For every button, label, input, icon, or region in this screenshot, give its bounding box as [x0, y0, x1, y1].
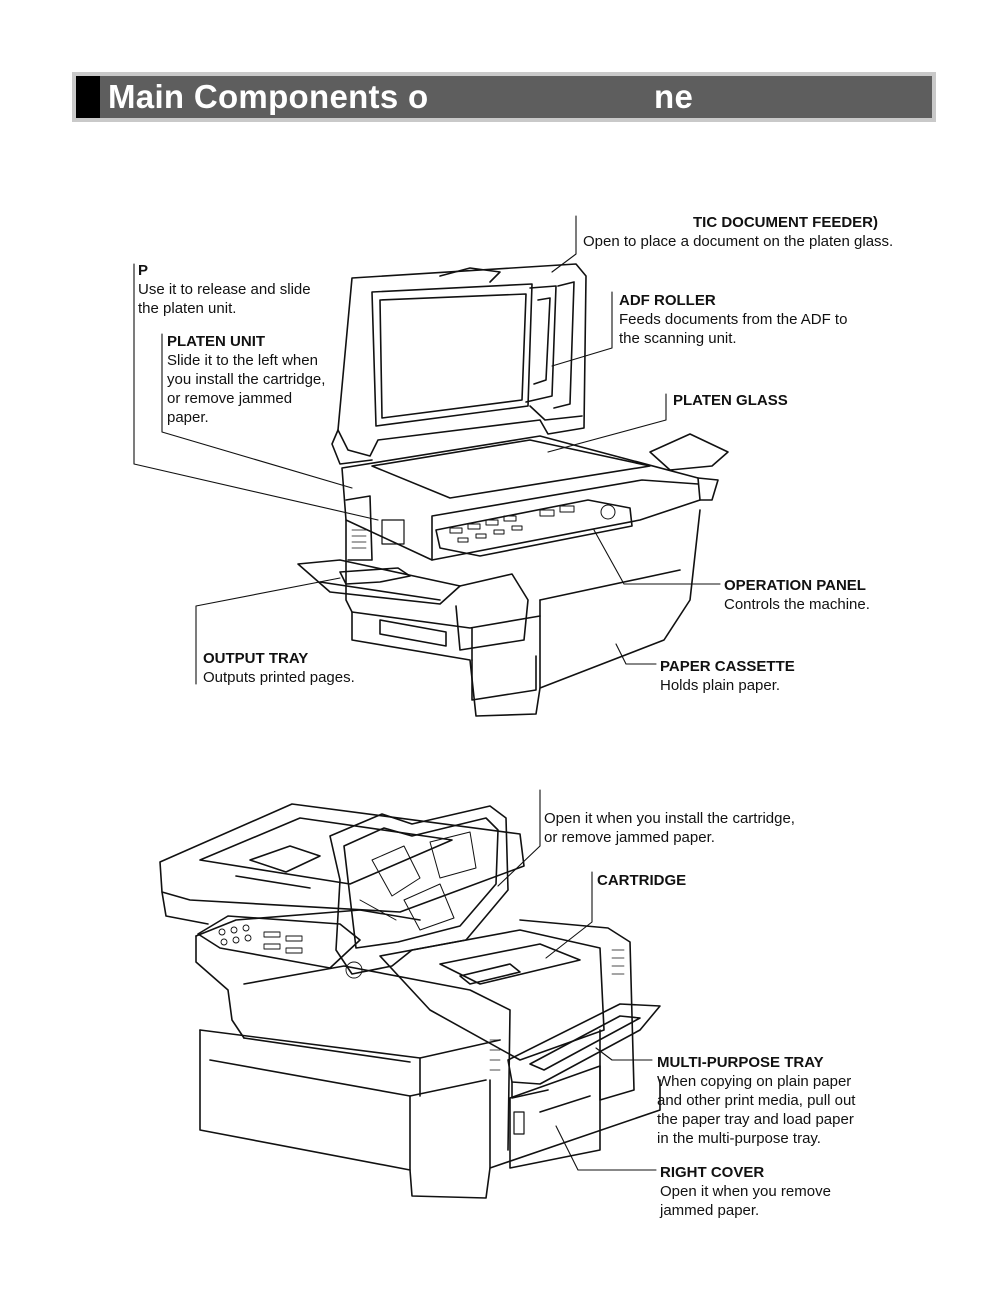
section-header-bar: Main Components o ne [76, 76, 932, 118]
callout-adf-roller-title: ADF ROLLER [619, 292, 716, 309]
callout-multipurpose-tray-desc-1: When copying on plain paper [657, 1073, 852, 1090]
leader-lines-figure-2 [497, 789, 657, 1171]
callout-multipurpose-tray-desc-3: the paper tray and load paper [657, 1111, 854, 1128]
callout-multipurpose-tray: MULTI-PURPOSE TRAY When copying on plain… [657, 1053, 855, 1148]
callout-adf-roller-desc-1: Feeds documents from the ADF to [619, 311, 848, 328]
callout-cartridge-title: CARTRIDGE [597, 872, 687, 889]
callout-operation-panel-title: OPERATION PANEL [724, 577, 866, 594]
callout-platen-unit-title: PLATEN UNIT [167, 333, 266, 350]
callout-right-cover: RIGHT COVER Open it when you remove jamm… [660, 1163, 831, 1220]
machine-illustration-front [297, 263, 729, 717]
callout-output-tray-title: OUTPUT TRAY [203, 650, 309, 667]
callout-platen-unit-desc-2: you install the cartridge, [167, 371, 326, 388]
machine-illustration-open-cover [159, 803, 661, 1199]
header-marker-block [76, 76, 100, 118]
callout-multipurpose-tray-desc-2: and other print media, pull out [657, 1092, 856, 1109]
callout-right-cover-desc-2: jammed paper. [660, 1202, 760, 1219]
callout-output-tray: OUTPUT TRAY Outputs printed pages. [203, 649, 355, 687]
callout-release-lever-title: P [138, 262, 149, 279]
page-title-part-1: Main Components o [108, 78, 429, 115]
callout-printer-cover: Open it when you install the cartridge, … [544, 809, 795, 847]
callout-paper-cassette-desc: Holds plain paper. [660, 677, 781, 694]
callout-right-cover-title: RIGHT COVER [660, 1164, 765, 1181]
callout-cartridge: CARTRIDGE [597, 871, 686, 890]
callout-platen-unit: PLATEN UNIT Slide it to the left when yo… [167, 332, 325, 427]
callout-operation-panel: OPERATION PANEL Controls the machine. [724, 576, 870, 614]
callout-document-feeder-desc: Open to place a document on the platen g… [583, 233, 894, 250]
page-title-part-2: ne [654, 78, 694, 115]
callout-right-cover-desc-1: Open it when you remove [660, 1183, 831, 1200]
callout-adf-roller-desc-2: the scanning unit. [619, 330, 737, 347]
callout-release-lever-desc-1: Use it to release and slide [138, 281, 311, 298]
callout-release-lever-desc-2: the platen unit. [138, 300, 237, 317]
callout-multipurpose-tray-desc-4: in the multi-purpose tray. [657, 1130, 821, 1147]
callout-document-feeder: TIC DOCUMENT FEEDER) Open to place a doc… [583, 213, 893, 251]
callout-multipurpose-tray-title: MULTI-PURPOSE TRAY [657, 1054, 824, 1071]
callout-release-lever: P Use it to release and slide the platen… [138, 261, 311, 318]
callout-platen-unit-desc-4: paper. [167, 409, 209, 426]
leader-lines-figure-1 [133, 215, 721, 685]
callout-platen-unit-desc-1: Slide it to the left when [167, 352, 318, 369]
callout-output-tray-desc: Outputs printed pages. [203, 669, 355, 686]
callout-document-feeder-title: TIC DOCUMENT FEEDER) [693, 214, 878, 231]
callout-paper-cassette: PAPER CASSETTE Holds plain paper. [660, 657, 795, 695]
callout-platen-glass: PLATEN GLASS [673, 391, 788, 410]
callout-printer-cover-desc-2: or remove jammed paper. [544, 829, 715, 846]
callout-printer-cover-desc-1: Open it when you install the cartridge, [544, 810, 795, 827]
callout-adf-roller: ADF ROLLER Feeds documents from the ADF … [619, 291, 847, 348]
section-header: Main Components o ne [72, 72, 936, 122]
callout-operation-panel-desc: Controls the machine. [724, 596, 870, 613]
callout-paper-cassette-title: PAPER CASSETTE [660, 658, 795, 675]
callout-platen-glass-title: PLATEN GLASS [673, 392, 788, 409]
callout-platen-unit-desc-3: or remove jammed [167, 390, 293, 407]
